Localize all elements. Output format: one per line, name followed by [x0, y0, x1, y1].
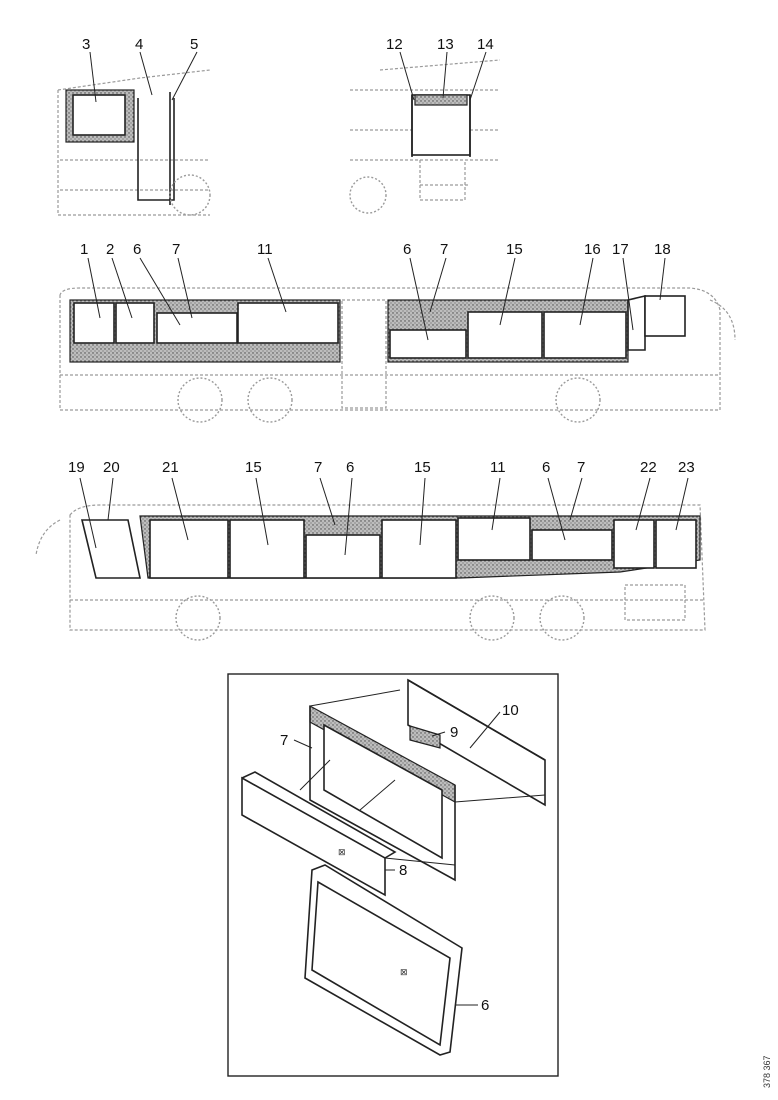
callout-15: 15: [414, 459, 431, 476]
callout-9: 9: [450, 724, 458, 741]
svg-text:⊠: ⊠: [400, 967, 408, 977]
callout-19: 19: [68, 459, 85, 476]
callout-23: 23: [678, 459, 695, 476]
callout-22: 22: [640, 459, 657, 476]
callout-13: 13: [437, 36, 454, 53]
bus-side-view-1: [59, 257, 736, 423]
callout-11: 11: [257, 241, 273, 258]
callout-16: 16: [584, 241, 601, 258]
callout-5: 5: [190, 36, 198, 53]
callout-6: 6: [346, 459, 354, 476]
callout-3: 3: [82, 36, 90, 53]
callout-2: 2: [106, 241, 114, 258]
callout-6: 6: [133, 241, 141, 258]
callout-labels: 3 4 5 12 13 14 1 2 6 7 11 6 7 15 16 17 1…: [68, 36, 695, 1014]
callout-11: 11: [490, 459, 506, 476]
callout-10: 10: [502, 702, 519, 719]
callout-15: 15: [506, 241, 523, 258]
callout-7: 7: [314, 459, 322, 476]
callout-20: 20: [103, 459, 120, 476]
front-corner-detail: [57, 51, 211, 216]
callout-12: 12: [386, 36, 403, 53]
callout-1: 1: [80, 241, 88, 258]
callout-6: 6: [403, 241, 411, 258]
callout-7: 7: [172, 241, 180, 258]
bus-side-view-2: [35, 477, 706, 641]
callout-7: 7: [280, 732, 288, 749]
callout-15: 15: [245, 459, 262, 476]
callout-7: 7: [577, 459, 585, 476]
svg-text:⊠: ⊠: [338, 847, 346, 857]
callout-18: 18: [654, 241, 671, 258]
exploded-window-assembly: ⊠ ⊠: [227, 673, 559, 1077]
callout-6: 6: [481, 997, 489, 1014]
callout-7: 7: [440, 241, 448, 258]
callout-14: 14: [477, 36, 494, 53]
rear-corner-detail: [349, 51, 501, 214]
callout-21: 21: [162, 459, 179, 476]
callout-6: 6: [542, 459, 550, 476]
reference-code: 378 367: [762, 1055, 772, 1088]
callout-8: 8: [399, 862, 407, 879]
callout-17: 17: [612, 241, 629, 258]
callout-4: 4: [135, 36, 143, 53]
